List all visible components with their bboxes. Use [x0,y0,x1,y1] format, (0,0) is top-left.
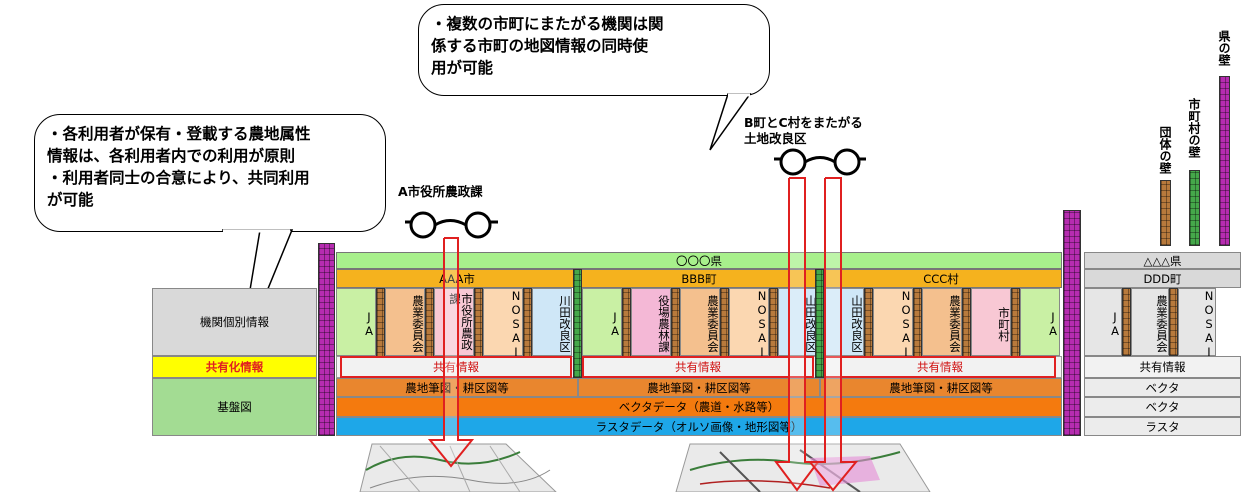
org-aaa-4: 川田改良区 [532,288,572,356]
org-ccc-4: JA [1020,288,1060,356]
bubble-left-line-4: が可能 [47,191,94,209]
legend-wall-group [1160,180,1171,246]
bubble-left-line-1: ・各利用者が保有・登載する農地属性 [47,125,311,143]
row-label-base: 基盤図 [152,378,317,436]
org-bbb-2: 農業委員会 [680,288,720,356]
org-aaa-1: 農業委員会 [385,288,425,356]
right-raster-text: ラスタ [1145,419,1180,434]
right-vector-2-text: ベクタ [1145,400,1180,414]
shared-info-ccc-text: 共有情報 [917,360,963,374]
org-aaa-3: NOSAI [483,288,523,359]
farmland-map-bbb-text: 農地筆図・耕区図等 [647,380,751,395]
org-bbb-4: 山田改良区 [778,288,818,356]
legend-wall-municipal-label: 市町村の壁 [1187,98,1201,158]
row-label-individual-text: 機関個別情報 [200,315,269,329]
row-label-individual: 機関個別情報 [152,288,317,356]
label-b-c-land-line1: B町とC村をまたがる [744,115,863,130]
bubble-left-line-2: 情報は、各利用者内での利用が原則 [47,147,296,165]
shared-info-bbb: 共有情報 [582,356,814,378]
org-ddd-0: JA [1084,288,1122,356]
arrow-b-town [774,177,820,492]
org-ccc-1: NOSAI [873,288,913,359]
prefecture-right-label: △△△県 [1143,253,1182,268]
speech-bubble-top: ・複数の市町にまたがる機関は関 係する市町の地図情報の同時使 用が可能 [418,4,770,96]
org-ccc-0: 山田改良区 [824,288,864,356]
org-ccc-2: 農業委員会 [922,288,962,356]
row-label-shared-text: 共有化情報 [205,360,264,374]
prefecture-main-label: 〇〇〇県 [676,253,722,268]
raster-data-row: ラスタデータ（オルソ画像・地形図等） [336,417,1062,436]
wall-group-ddd-0 [1122,288,1131,356]
bubble-top-line-1: ・複数の市町にまたがる機関は関 [431,15,664,33]
map-right [675,443,931,492]
speech-bubble-left: ・各利用者が保有・登載する農地属性 情報は、各利用者内での利用が原則 ・利用者同… [34,114,386,232]
org-ddd-2: NOSAI [1178,288,1216,359]
right-vector-1: ベクタ [1084,378,1241,397]
label-a-city-office: A市役所農政課 [398,184,483,199]
org-aaa-0: JA [336,288,376,356]
row-label-base-text: 基盤図 [217,400,252,414]
arrow-c-village [807,177,859,492]
org-bbb-0: JA [582,288,622,356]
bubble-top-line-2: 係する市町の地図情報の同時使 [431,37,649,55]
wall-municipal-ab [573,269,582,378]
glasses-icon-a-city [405,211,498,239]
bubble-left-line-3: ・利用者同士の合意により、共同利用 [47,169,310,187]
arrow-a-city [427,237,475,468]
glasses-icon-b-c [774,148,866,176]
raster-data-text: ラスタデータ（オルソ画像・地形図等） [595,419,803,434]
farmland-map-bbb: 農地筆図・耕区図等 [578,378,820,397]
town-header-ddd: DDD町 [1084,269,1241,288]
right-vector-2: ベクタ [1084,397,1241,417]
shared-info-ddd: 共有情報 [1084,356,1241,378]
shared-info-bbb-text: 共有情報 [675,360,721,374]
town-label-ccc: CCC村 [923,271,959,286]
label-b-c-land-line2: 土地改良区 [744,131,807,146]
row-label-shared: 共有化情報 [152,356,317,378]
bubble-top-line-3: 用が可能 [431,59,494,77]
wall-group-ddd-1 [1169,288,1178,356]
prefecture-main-header: 〇〇〇県 [336,252,1062,269]
wall-pref-right [1063,210,1081,436]
map-left [359,443,557,492]
vector-data-text: ベクタデータ（農道・水路等） [618,400,780,414]
legend-wall-pref [1219,76,1230,246]
town-header-ccc: CCC村 [820,269,1062,288]
wall-municipal-bc [815,269,824,378]
legend-wall-group-label: 団体の壁 [1158,126,1172,174]
farmland-map-ccc-text: 農地筆図・耕区図等 [889,380,993,395]
shared-info-ddd-text: 共有情報 [1139,360,1186,374]
org-bbb-1: 役場農林課 [631,288,671,356]
legend-wall-municipal [1189,170,1200,246]
org-ddd-1: 農業委員会 [1131,288,1169,356]
town-label-bbb: BBB町 [681,271,717,286]
legend-wall-pref-label: 県の壁 [1217,30,1231,66]
org-aaa-2: 市役所農政課 [434,288,474,356]
org-ccc-3: 市町村 [971,288,1011,356]
wall-pref-left [318,243,335,436]
right-raster: ラスタ [1084,417,1241,436]
prefecture-right-header: △△△県 [1084,252,1241,269]
org-bbb-3: NOSAI [729,288,769,359]
vector-data-row: ベクタデータ（農道・水路等） [336,397,1062,417]
town-label-ddd: DDD町 [1143,271,1182,286]
right-vector-1-text: ベクタ [1145,380,1180,395]
farmland-map-ccc: 農地筆図・耕区図等 [820,378,1062,397]
